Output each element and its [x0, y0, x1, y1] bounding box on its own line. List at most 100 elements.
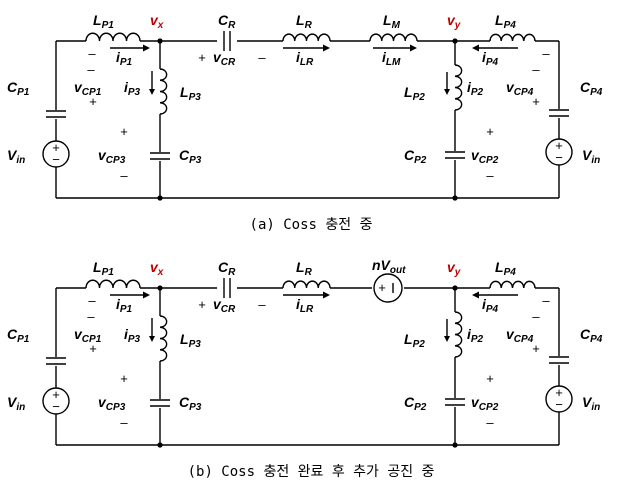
label-cp1: CP1 [7, 326, 30, 345]
junction-dot [157, 442, 163, 448]
junction-dot [452, 285, 458, 291]
label-vcp4: vCP4 [506, 326, 534, 345]
label-lp1: LP1 [93, 12, 114, 31]
current-arrow-ilr [283, 44, 330, 52]
sign: – [542, 293, 550, 308]
sign: + [198, 50, 206, 65]
label-vcp2: vCP2 [471, 147, 499, 166]
label-ilr: iLR [296, 49, 314, 68]
label-ilm: iLM [382, 49, 401, 68]
inductor-lp1 [85, 279, 141, 289]
caption-a: (a) Coss 충전 중 [250, 217, 373, 233]
sign: – [88, 46, 96, 61]
voltage-source-right-minus: − [555, 397, 563, 412]
sign: + [120, 124, 128, 139]
capacitor-cp3 [150, 152, 170, 160]
label-vcp3: vCP3 [98, 394, 126, 413]
label-cp2: CP2 [404, 147, 427, 166]
label-cp4: CP4 [580, 326, 603, 345]
voltage-source-right: +− [545, 138, 573, 166]
current-arrow-ip2 [444, 72, 450, 95]
capacitor-cp2 [445, 398, 465, 406]
sign: + [89, 94, 97, 109]
sign: – [486, 168, 494, 183]
voltage-source-left-plus: + [52, 387, 60, 402]
label-lp2: LP2 [404, 84, 425, 103]
current-arrow-ip1 [110, 44, 150, 52]
label-ip2: iP2 [467, 326, 484, 345]
current-arrow-ip3 [149, 71, 155, 95]
label-vcp4: vCP4 [506, 79, 534, 98]
current-arrow-ilr [283, 291, 330, 299]
label-ip2: iP2 [467, 79, 484, 98]
label-lp2: LP2 [404, 331, 425, 350]
polarity-signs: –+–––+–++–+– [87, 293, 550, 430]
label-cp3: CP3 [179, 147, 202, 166]
inductor-lp4 [489, 280, 536, 289]
label-vcp2: vCP2 [471, 394, 499, 413]
voltage-source-right-plus: + [555, 138, 563, 153]
sign: + [89, 341, 97, 356]
voltage-source-right-minus: − [555, 150, 563, 165]
sign: – [486, 415, 494, 430]
voltage-source-left-minus: − [52, 399, 60, 414]
current-arrow-ip3 [149, 318, 155, 342]
wires [55, 40, 560, 199]
caption-b: (b) Coss 충전 완료 후 추가 공진 중 [188, 464, 435, 480]
voltage-source-left: +− [42, 140, 70, 168]
capacitor-cp1 [46, 110, 66, 118]
inductor-lp2 [454, 311, 463, 358]
sign: – [258, 297, 266, 312]
sign: + [198, 297, 206, 312]
capacitor-cr [223, 278, 231, 298]
sign: + [532, 94, 540, 109]
source-nvout-plus: + [378, 280, 386, 295]
current-arrow-ip4 [472, 44, 518, 52]
label-cp4: CP4 [580, 79, 603, 98]
label-lm: LM [383, 12, 401, 31]
current-arrow-ip4 [472, 291, 518, 299]
inductor-lp1 [85, 32, 141, 42]
current-arrow-ip2 [444, 319, 450, 342]
label-cr: CR [218, 12, 236, 31]
sign: – [258, 50, 266, 65]
polarity-signs: –+–––+–++–+– [87, 46, 550, 183]
label-lp4: LP4 [495, 12, 516, 31]
label-cp2: CP2 [404, 394, 427, 413]
label-vin-left: Vin [7, 147, 25, 166]
capacitor-cp1 [46, 357, 66, 365]
voltage-source-left: +− [42, 387, 70, 415]
inductor-lr [282, 33, 331, 42]
voltage-source-right: +− [545, 385, 573, 413]
label-vin-right: Vin [582, 147, 600, 166]
label-lp1: LP1 [93, 259, 114, 278]
wires [55, 287, 560, 446]
voltage-source-left-plus: + [52, 140, 60, 155]
label-lr: LR [296, 12, 313, 31]
inductor-lr [282, 280, 331, 289]
junction-dot [157, 38, 163, 44]
voltage-source-right-plus: + [555, 385, 563, 400]
label-lr: LR [296, 259, 313, 278]
sign: – [120, 415, 128, 430]
sign: – [532, 62, 540, 77]
junction-dot [452, 38, 458, 44]
source-nvout: + [373, 273, 403, 303]
junction-dot [452, 195, 458, 201]
label-vcr: vCR [213, 49, 236, 68]
inductor-lp3 [159, 315, 168, 362]
sign: – [87, 309, 95, 324]
label-ip3: iP3 [124, 79, 141, 98]
label-lp4: LP4 [495, 259, 516, 278]
label-ip1: iP1 [116, 296, 133, 315]
inductor-lp3 [159, 68, 168, 115]
sign: – [542, 46, 550, 61]
inductor-lp4 [489, 33, 536, 42]
label-nvout: nVout [372, 257, 406, 276]
label-vcp1: vCP1 [74, 79, 102, 98]
label-cp1: CP1 [7, 79, 30, 98]
capacitor-cp3 [150, 399, 170, 407]
